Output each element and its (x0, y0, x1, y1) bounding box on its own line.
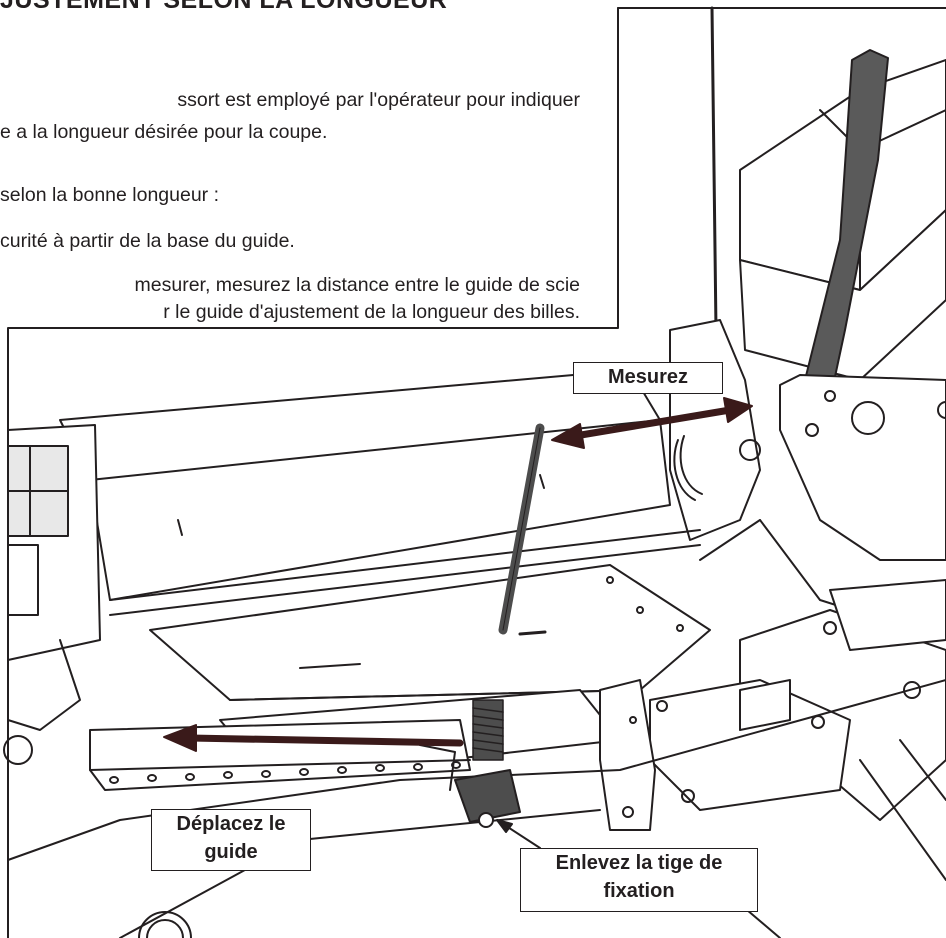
paragraph-line-3: selon la bonne longueur : (0, 184, 220, 206)
spring (472, 699, 504, 761)
log-tray (59, 369, 671, 601)
callout-move-guide-line1: Déplacez le (176, 813, 286, 835)
move-guide-arrow (163, 724, 464, 752)
callout-measure: Mesurez (573, 362, 723, 394)
paragraph-line-2: e a la longueur désirée pour la coupe. (0, 121, 328, 143)
callout-remove-pin-line1: Enlevez la tige de (555, 852, 723, 874)
handle-lever (799, 49, 889, 411)
fixation-pin (478, 812, 494, 828)
callout-move-guide-line2: guide (204, 841, 258, 863)
adjustment-holes (109, 761, 461, 784)
section-heading: JUSTEMENT SELON LA LONGUEUR (0, 0, 448, 14)
paragraph-line-5: mesurer, mesurez la distance entre le gu… (134, 274, 580, 296)
paragraph-line-6: r le guide d'ajustement de la longueur d… (163, 301, 580, 323)
callout-remove-pin-line2: fixation (603, 880, 675, 902)
guide-plate (149, 564, 711, 701)
measure-arrow (551, 397, 753, 449)
callout-move-guide: Déplacez le guide (151, 809, 311, 871)
callout-remove-pin: Enlevez la tige de fixation (520, 848, 758, 912)
clamp-block (454, 769, 521, 823)
paragraph-line-4: curité à partir de la base du guide. (0, 230, 295, 252)
paragraph-line-1: ssort est employé par l'opérateur pour i… (177, 89, 580, 111)
